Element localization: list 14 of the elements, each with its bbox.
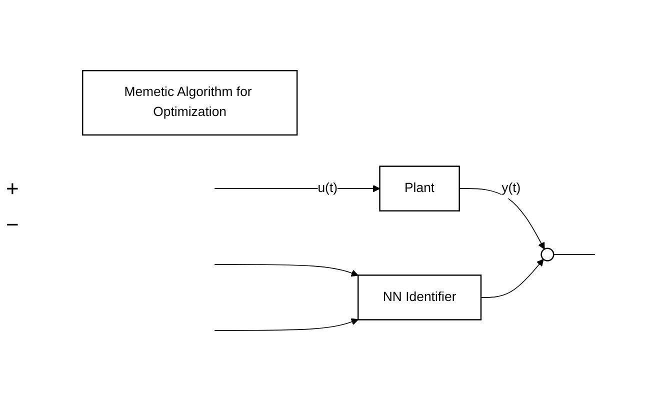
node-box: Memetic Algorithm for Optimization — [82, 70, 298, 136]
edge-label: y(t) — [502, 181, 521, 196]
sign-label: − — [6, 212, 20, 238]
connector — [553, 254, 596, 256]
node-circle — [540, 248, 554, 262]
sign-label: + — [6, 176, 20, 202]
arrow — [214, 185, 380, 192]
arrow — [214, 318, 358, 332]
arrow — [458, 188, 545, 250]
edge-label: u(t) — [318, 181, 338, 196]
arrow — [480, 259, 544, 298]
node-box: Plant — [379, 166, 460, 212]
arrow — [214, 264, 358, 277]
node-box: NN Identifier — [358, 274, 482, 321]
